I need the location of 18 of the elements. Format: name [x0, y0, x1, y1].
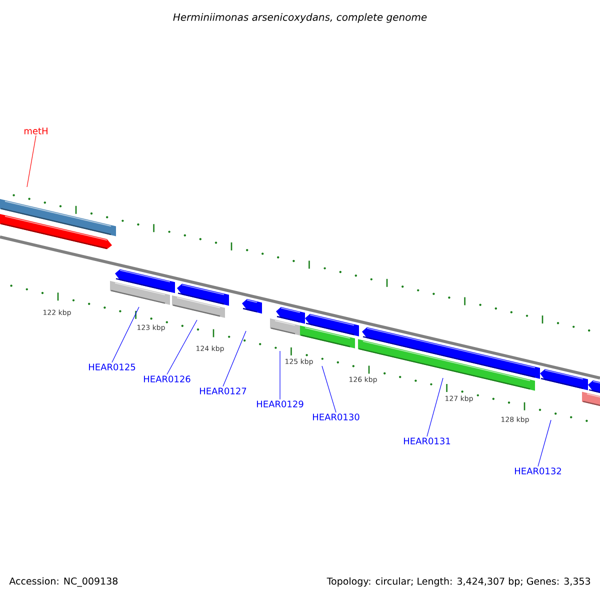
gene-label: HEAR0131	[404, 438, 450, 444]
leader-line	[538, 420, 552, 467]
title: Herminiimonas arsenicoxydans, complete genome	[173, 13, 427, 23]
leader-line	[322, 366, 336, 413]
leader-line	[166, 320, 198, 375]
leader-line	[26, 135, 36, 188]
leader-line	[112, 306, 140, 363]
accession-text: Accession: NC_009138	[9, 577, 118, 587]
gene-label: HEAR0127	[200, 388, 246, 394]
leader-line	[426, 378, 444, 437]
gene-label: HEAR0129	[257, 400, 304, 408]
gene-label: HEAR0125	[89, 364, 136, 370]
gene-label: HEAR0132	[515, 468, 561, 474]
gene-label: metH	[24, 128, 48, 134]
leader-line	[222, 330, 246, 387]
gene-label: HEAR0130	[313, 414, 360, 420]
gene-label: HEAR0126	[144, 376, 190, 382]
genome-info-text: Topology: circular; Length: 3,424,307 bp; Genes: 3,353	[326, 577, 590, 587]
